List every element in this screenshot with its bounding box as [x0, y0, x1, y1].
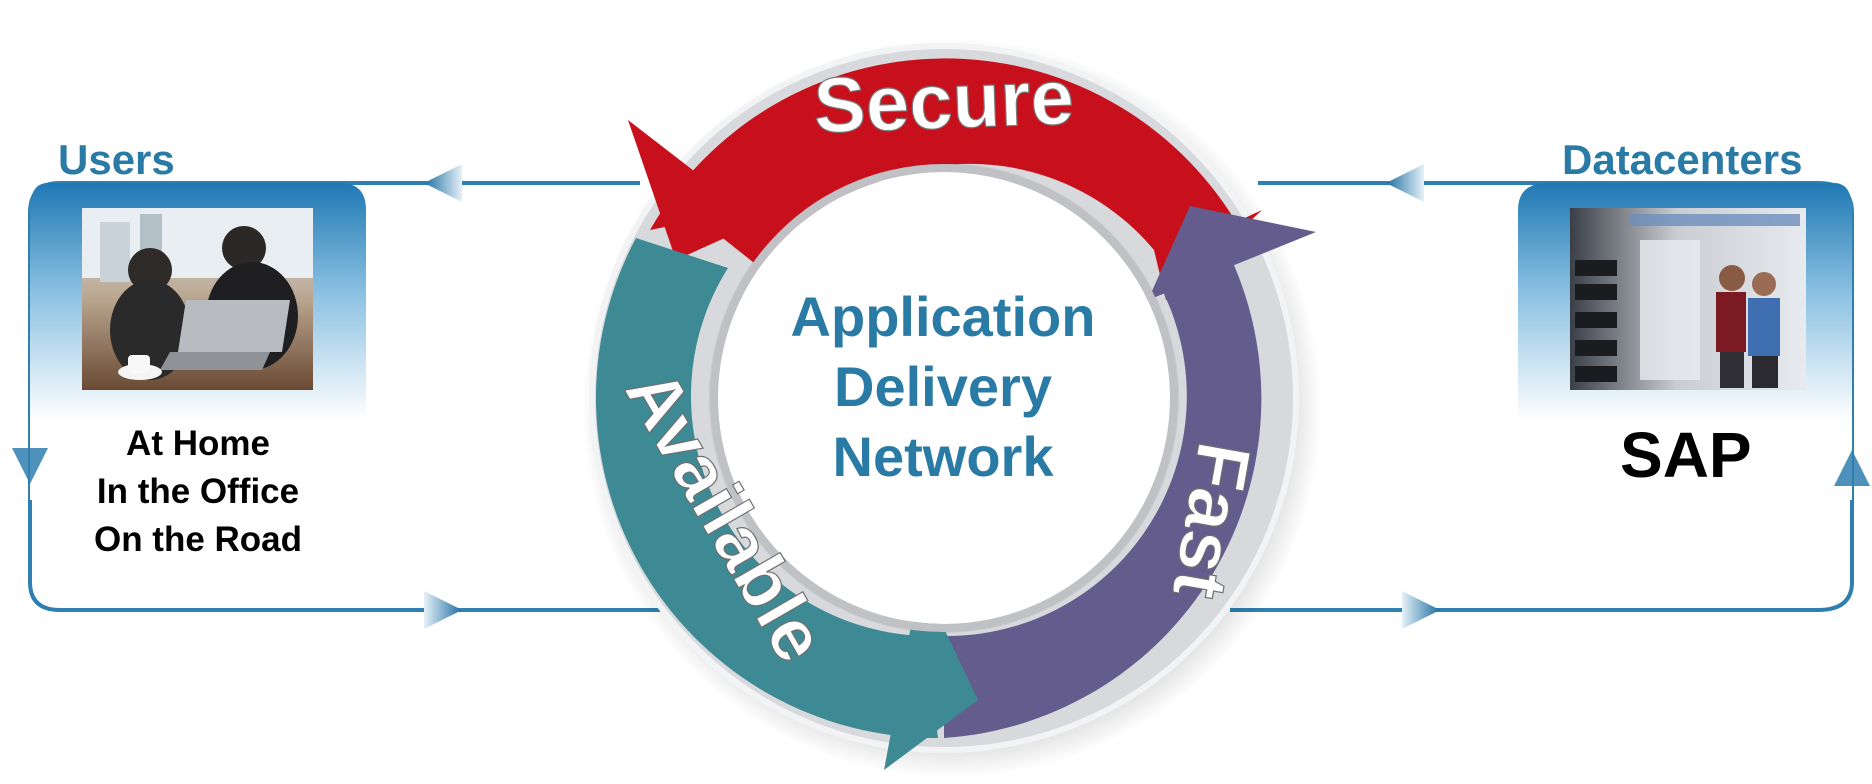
users-title: Users	[58, 136, 175, 183]
left-arrow-top-icon	[424, 164, 462, 202]
center-line-1: Application	[790, 285, 1096, 348]
secure-segment	[650, 58, 1262, 300]
user-locations-list: At Home In the Office On the Road	[70, 420, 326, 564]
users-photo	[82, 208, 313, 390]
secure-arrowhead	[628, 120, 760, 260]
left-arrow-top-right-icon	[1386, 164, 1424, 202]
up-arrow-right-icon	[1834, 450, 1870, 486]
cycle-center-title: Application Delivery Network	[762, 282, 1124, 492]
location-office: In the Office	[96, 472, 300, 511]
available-arrowhead	[884, 578, 978, 770]
flow-arrows	[12, 164, 1870, 629]
center-line-3: Network	[832, 425, 1054, 488]
right-arrow-bottom-left-icon	[424, 591, 462, 629]
datacenters-title: Datacenters	[1562, 136, 1803, 183]
fast-arrowhead	[1148, 206, 1316, 300]
location-home: At Home	[126, 424, 270, 463]
secure-label: Secure	[812, 52, 1075, 149]
sap-label: SAP	[1620, 419, 1752, 491]
available-segment	[595, 238, 938, 739]
datacenters-photo	[1570, 208, 1806, 390]
down-arrow-left-icon	[12, 448, 48, 484]
fast-segment	[944, 240, 1262, 738]
fast-label: Fast	[1156, 436, 1267, 605]
right-arrow-bottom-right-icon	[1402, 591, 1440, 629]
location-road: On the Road	[93, 520, 303, 559]
center-line-2: Delivery	[834, 355, 1052, 418]
